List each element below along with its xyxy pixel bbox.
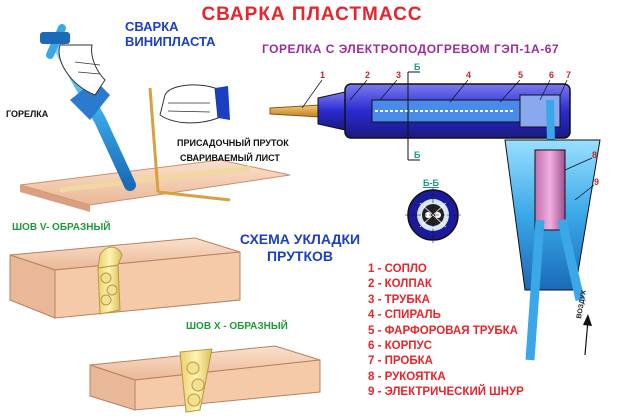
airflow-arrow-icon — [583, 314, 592, 356]
label-filler-rod: ПРИСАДОЧНЫЙ ПРУТОК — [177, 138, 289, 148]
v-seam-label: ШОВ V- ОБРАЗНЫЙ — [12, 222, 111, 233]
rod-layout-scheme-title: СХЕМА УКЛАДКИ ПРУТКОВ — [230, 231, 370, 265]
part-number: 8 — [592, 150, 598, 160]
section-mark-bottom: Б — [414, 150, 421, 160]
part-number: 6 — [549, 70, 555, 80]
part-number: 5 — [518, 70, 524, 80]
vinyl-title-line2: ВИНИПЛАСТА — [125, 34, 216, 49]
torch-diagram-title: ГОРЕЛКА С ЭЛЕКТРОПОДОГРЕВОМ ГЭП-1А-67 — [262, 42, 560, 56]
legend-item: 8 - РУКОЯТКА — [368, 370, 446, 383]
v-seam-block — [9, 237, 241, 319]
x-seam-block — [89, 345, 321, 413]
part-number: 1 — [320, 70, 326, 80]
x-seam-label: ШОВ Х - ОБРАЗНЫЙ — [186, 321, 288, 332]
scheme-title-line1: СХЕМА УКЛАДКИ — [239, 231, 361, 247]
part-number: 7 — [566, 70, 572, 80]
torch-section-diagram — [269, 71, 601, 361]
legend-item: 1 - СОПЛО — [368, 263, 427, 275]
legend-item: 3 - ТРУБКА — [368, 293, 430, 306]
section-mark-top: Б — [414, 62, 421, 72]
hand-torch-illustration — [40, 24, 136, 191]
part-number: 3 — [396, 70, 402, 80]
hand-rod-illustration — [159, 84, 230, 124]
part-number: 9 — [594, 177, 600, 187]
label-welded-sheet: СВАРИВАЕМЫЙ ЛИСТ — [180, 153, 280, 163]
label-torch: ГОРЕЛКА — [6, 109, 49, 119]
welded-sheet-illustration — [19, 159, 291, 212]
filler-rod-illustration — [148, 87, 231, 202]
parts-legend: 1 - СОПЛО 2 - КОЛПАК 3 - ТРУБКА 4 - СПИР… — [368, 262, 524, 401]
legend-item: 9 - ЭЛЕКТРИЧЕСКИЙ ШНУР — [368, 386, 524, 399]
legend-item: 5 - ФАРФОРОВАЯ ТРУБКА — [368, 324, 518, 337]
vinyl-title-line1: СВАРКА — [125, 19, 179, 34]
section-title: Б-Б — [423, 178, 439, 188]
part-number: 4 — [466, 70, 472, 80]
vinyl-welding-title: СВАРКА ВИНИПЛАСТА — [125, 19, 216, 49]
legend-item: 2 - КОЛПАК — [368, 278, 432, 291]
scheme-title-line2: ПРУТКОВ — [266, 248, 334, 264]
legend-item: 6 - КОРПУС — [368, 340, 432, 353]
legend-item: 7 - ПРОБКА — [368, 355, 433, 368]
section-bb-view — [405, 187, 461, 243]
legend-item: 4 - СПИРАЛЬ — [368, 309, 441, 322]
page-title: СВАРКА ПЛАСТМАСС — [201, 4, 423, 25]
part-number: 2 — [365, 70, 371, 80]
